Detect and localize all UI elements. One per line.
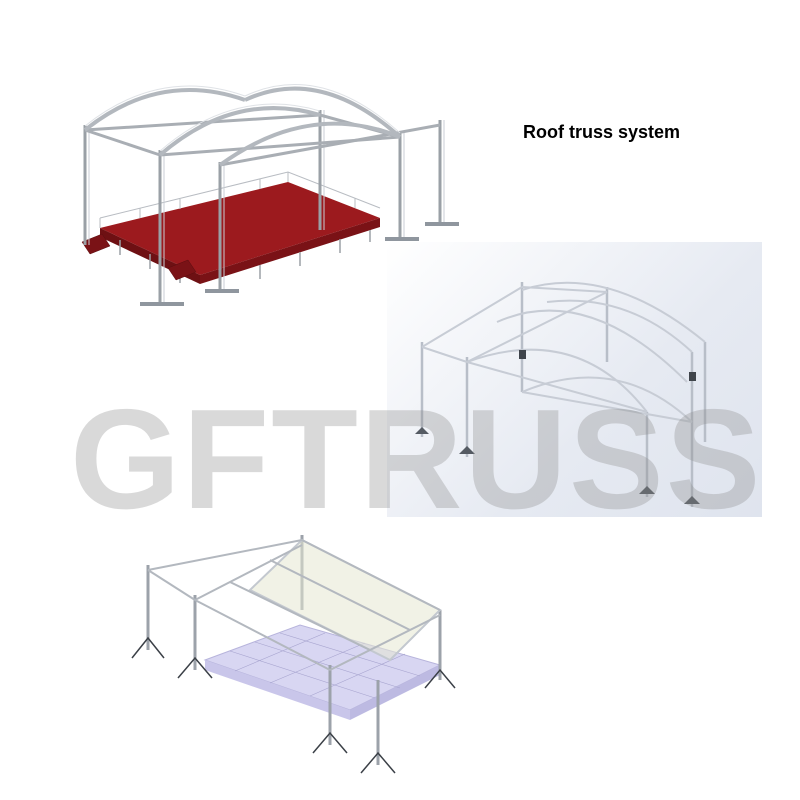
caption-title: Roof truss system xyxy=(523,122,681,142)
arched-roof-stage-drawing xyxy=(81,84,459,306)
arched-roof-stage-image xyxy=(60,70,460,320)
arched-roof-render-drawing xyxy=(415,281,707,507)
arched-roof-render-image xyxy=(387,242,762,517)
gable-roof-render-image xyxy=(120,530,480,780)
gable-roof-render-drawing xyxy=(131,535,456,774)
